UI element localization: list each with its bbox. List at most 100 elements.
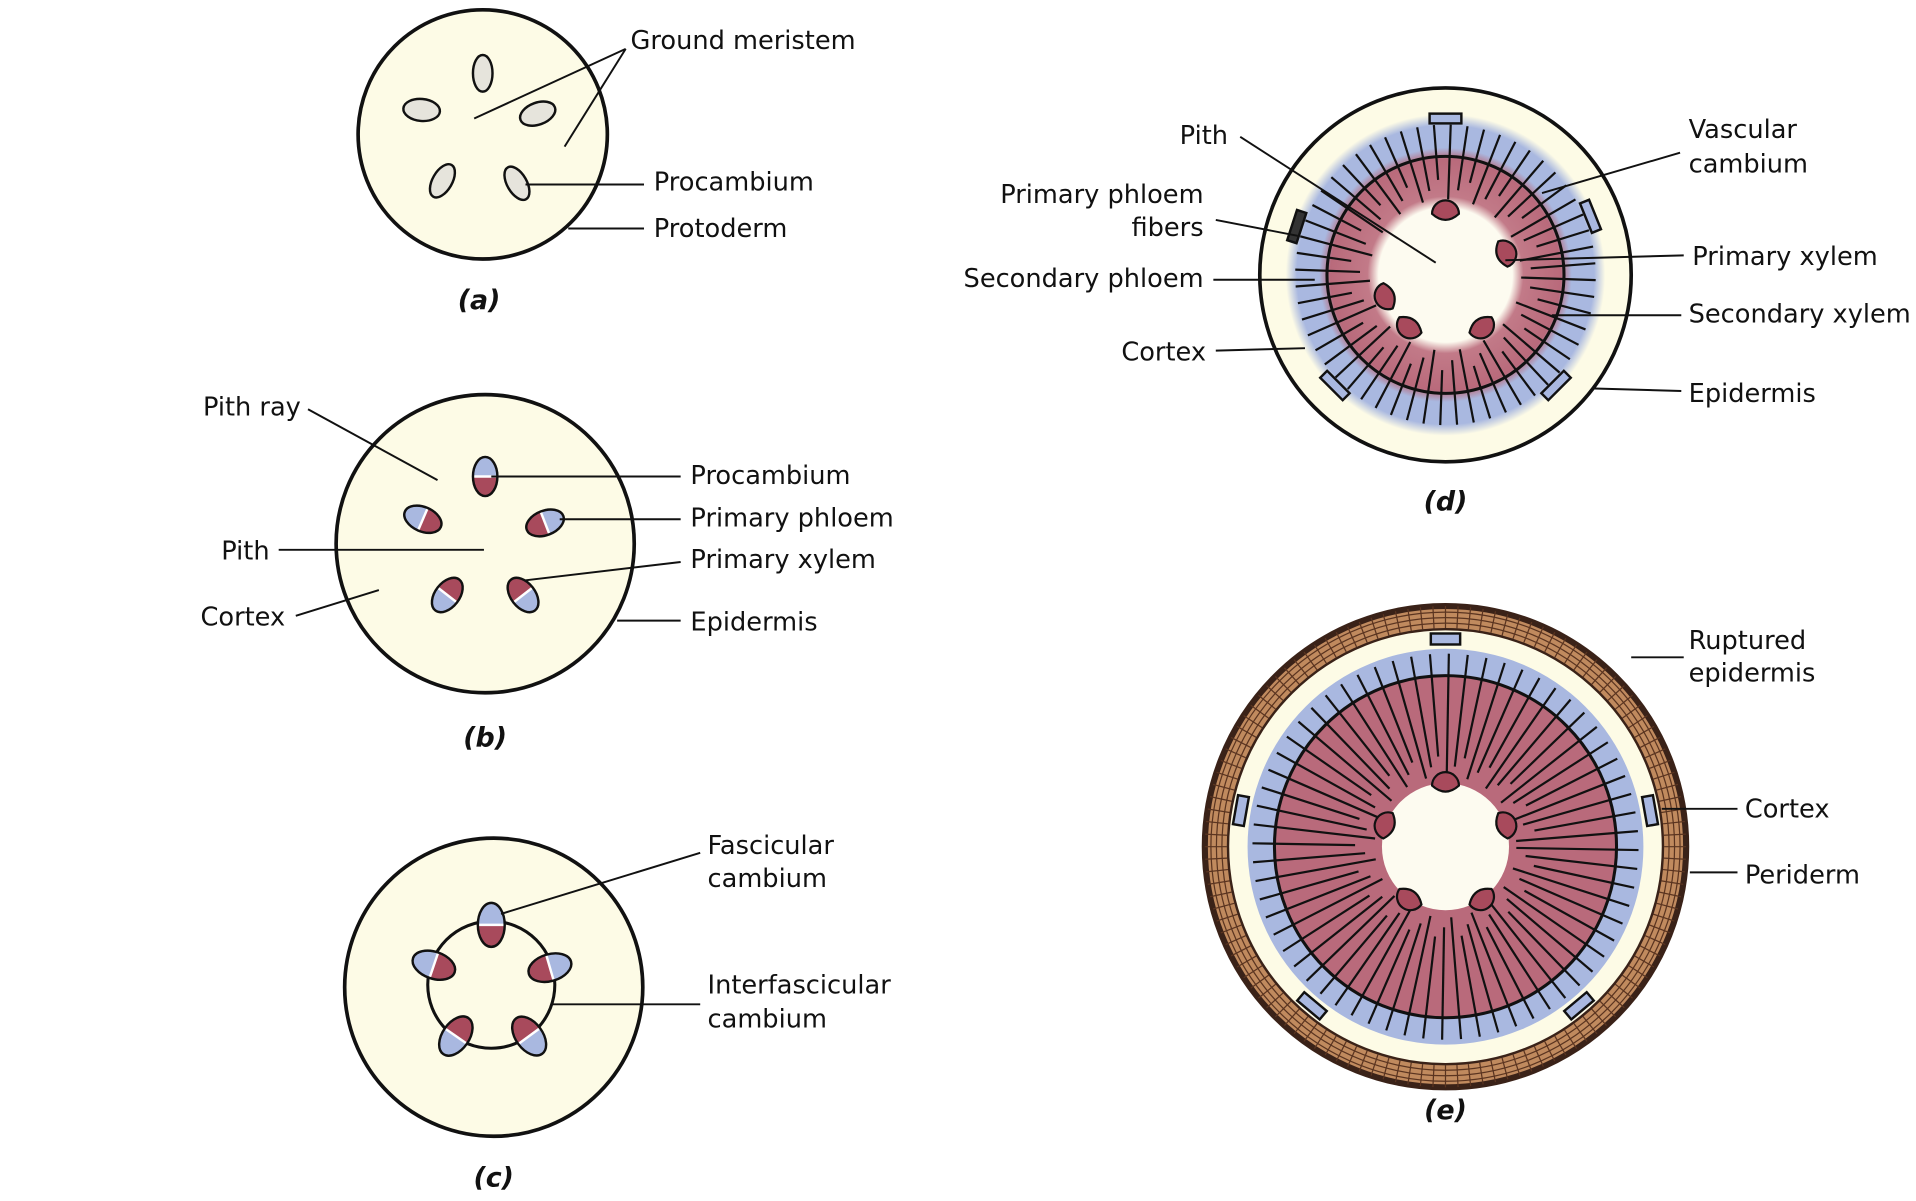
ray [1512,867,1630,907]
periderm-cell-wall [1394,611,1401,633]
periderm-cell-wall [1419,1064,1424,1087]
label-pith: Pith [1180,121,1228,151]
ray [1293,895,1383,968]
procambium-strands [402,53,557,202]
ray [1385,923,1422,1031]
ray [1373,666,1414,763]
panel-d: Pith Primary phloem fibers Secondary phl… [964,86,1911,518]
ray [1320,189,1384,234]
ray [1259,870,1359,901]
periderm-cell-wall [1599,1000,1617,1018]
bundle-outline [506,576,540,614]
periderm-cell-wall [1220,759,1242,769]
periderm-cell-wall [1212,783,1235,791]
ray [1493,160,1545,219]
periderm-cell-wall [1220,924,1242,934]
ray [1525,854,1638,871]
primary-xylem [1373,811,1396,840]
vascular-bundle [403,504,443,535]
periderm-cell-wall [1456,606,1459,629]
phloem-fiber [1578,198,1603,235]
ray [1534,811,1636,832]
periderm-cell-wall [1501,1057,1509,1080]
periderm-cell-wall [1653,771,1675,780]
bundle-outline [403,504,443,535]
periderm-cell-wall [1640,736,1661,748]
leader-line [1215,218,1298,237]
periderm-cell-wall [1467,1064,1472,1087]
bundle-outline [430,576,464,614]
procambium-band [428,952,440,979]
bundle-outline [437,1015,474,1057]
leader-line [307,408,438,482]
primary-xylem-groups [1373,771,1518,912]
periderm-cell-wall [1382,614,1390,636]
periderm-cell-wall [1236,955,1257,968]
periderm-cell-wall [1225,935,1246,946]
ray [1536,229,1590,248]
periderm-cell-wall [1243,965,1263,979]
periderm-cell-wall [1206,820,1229,825]
periderm-cell-wall [1456,1065,1459,1088]
panel-b: Pith ray Pith Cortex Procambium Primary … [201,392,894,753]
leader-line [1594,387,1682,392]
periderm-cell-wall [1313,644,1327,664]
periderm-cell-wall [1212,902,1235,910]
procambium-band [416,507,429,531]
ray [1501,350,1536,397]
ray [1340,683,1409,788]
procambium-band [436,586,458,604]
ray [1286,735,1372,797]
ray [1324,694,1391,777]
ray [1463,657,1488,759]
periderm-cell-wall [1243,715,1263,729]
ray [1525,757,1618,807]
ray [1334,325,1391,379]
periderm-cell-wall [1266,992,1284,1009]
ray [1342,164,1382,206]
procambium-band [517,1027,541,1046]
label-cortex: Cortex [1745,794,1830,824]
ray [1466,662,1506,780]
periderm-cell-wall [1258,694,1276,710]
periderm-cell-wall [1533,626,1544,648]
ray [1422,349,1436,424]
ray [1255,858,1376,883]
periderm-cell-wall [1467,607,1472,630]
periderm-cell-wall [1209,891,1232,898]
label-protoderm: Protoderm [654,214,788,244]
label-secondary-phloem: Secondary phloem [964,264,1204,294]
ray [1516,830,1638,843]
label-pith-ray: Pith ray [203,392,301,422]
ray [1252,852,1366,864]
vascular-cambium-ring [1272,674,1619,1020]
ray [1311,204,1362,232]
ray [1453,654,1469,767]
xylem [437,577,463,603]
ray [1428,654,1440,757]
periderm-cell-wall [1432,606,1435,629]
periderm-cell-wall [1490,611,1497,633]
label-procambium: Procambium [654,168,814,198]
xylem [444,1016,473,1044]
primary-xylem [1468,315,1496,340]
periderm-cell-wall [1230,736,1251,748]
ray [1476,669,1524,774]
ray [1511,774,1626,822]
periderm-cell-wall [1564,644,1578,664]
periderm-cell-wall [1490,1060,1497,1083]
periderm-cell-wall [1216,913,1238,922]
periderm-cell-wall [1347,1046,1358,1067]
leader-line [1541,151,1681,194]
periderm-cell-wall [1303,651,1318,671]
ray [1261,786,1360,820]
periderm-cell-wall [1607,685,1625,701]
periderm-cell-wall [1206,868,1229,873]
periderm-cell-wall [1501,614,1509,636]
label-epidermis: Epidermis [690,607,817,637]
periderm-cell-wall [1230,945,1251,957]
ray [1403,915,1432,1036]
ray [1441,927,1446,1040]
periderm-cell-wall [1479,1062,1484,1085]
